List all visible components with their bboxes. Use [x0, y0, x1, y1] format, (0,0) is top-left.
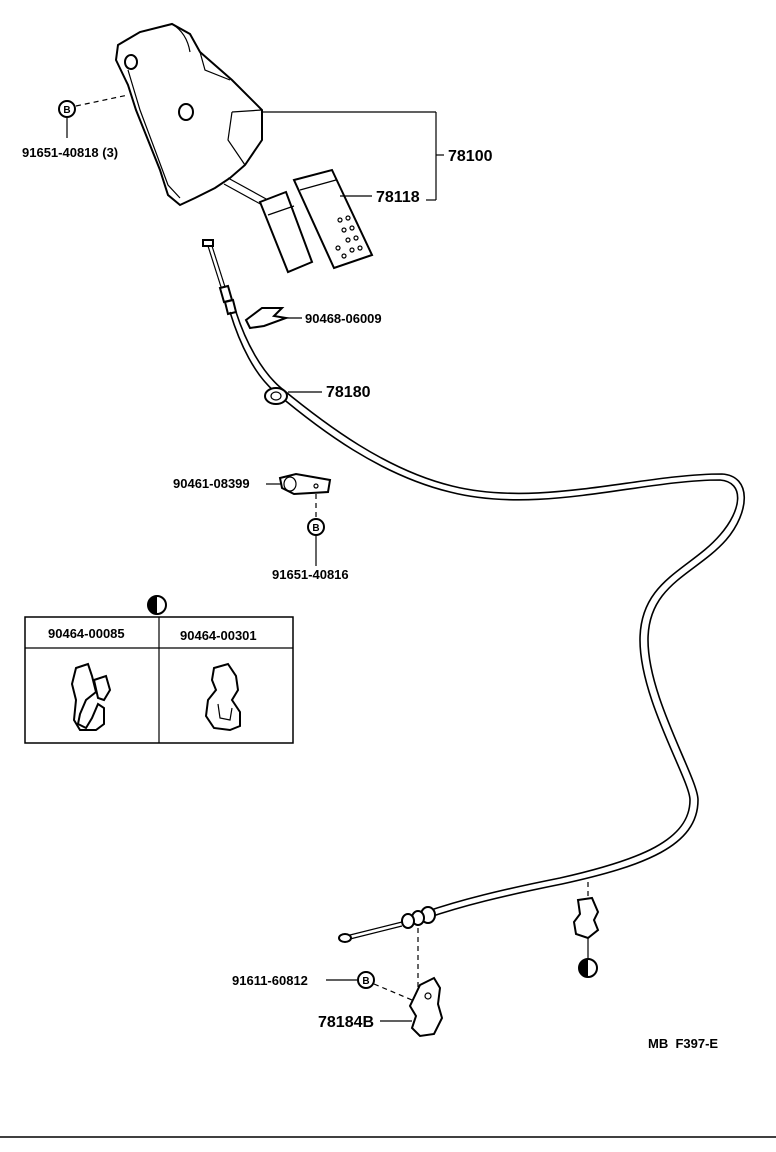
clamp-90461-08399: B	[266, 472, 332, 566]
label-78180: 78180	[326, 384, 371, 401]
clamp-table	[24, 595, 294, 744]
label-78100: 78100	[448, 148, 493, 165]
clamp-icon-00085	[70, 662, 112, 731]
svg-text:B: B	[312, 523, 319, 534]
label-78118: 78118	[376, 189, 420, 206]
bolt-marker-top: B	[58, 94, 129, 138]
svg-text:B: B	[362, 976, 369, 987]
label-90461-08399: 90461-08399	[173, 476, 250, 491]
label-91651-40818: 91651-40818 (3)	[22, 145, 118, 160]
label-91651-40816: 91651-40816	[272, 567, 349, 582]
clip-90468-06009	[244, 307, 302, 330]
label-90468-06009: 90468-06009	[305, 311, 382, 326]
label-90464-00301: 90464-00301	[180, 628, 257, 643]
clamp-right	[572, 882, 600, 978]
pedal-pad-78118	[292, 168, 374, 270]
label-78184b: 78184B	[318, 1014, 374, 1031]
figure-code: MB F397-E	[648, 1036, 718, 1051]
accelerator-cable	[202, 239, 745, 943]
pedal-pad-back	[258, 190, 314, 274]
pedal-arm	[223, 177, 269, 207]
svg-text:B: B	[63, 105, 70, 116]
leader-78100	[262, 111, 444, 201]
clamp-icon-00301	[204, 662, 241, 732]
label-90464-00085: 90464-00085	[48, 626, 125, 641]
pedal-bracket	[114, 22, 263, 207]
bracket-78184b: B	[326, 928, 444, 1038]
label-91611-60812: 91611-60812	[232, 973, 308, 988]
